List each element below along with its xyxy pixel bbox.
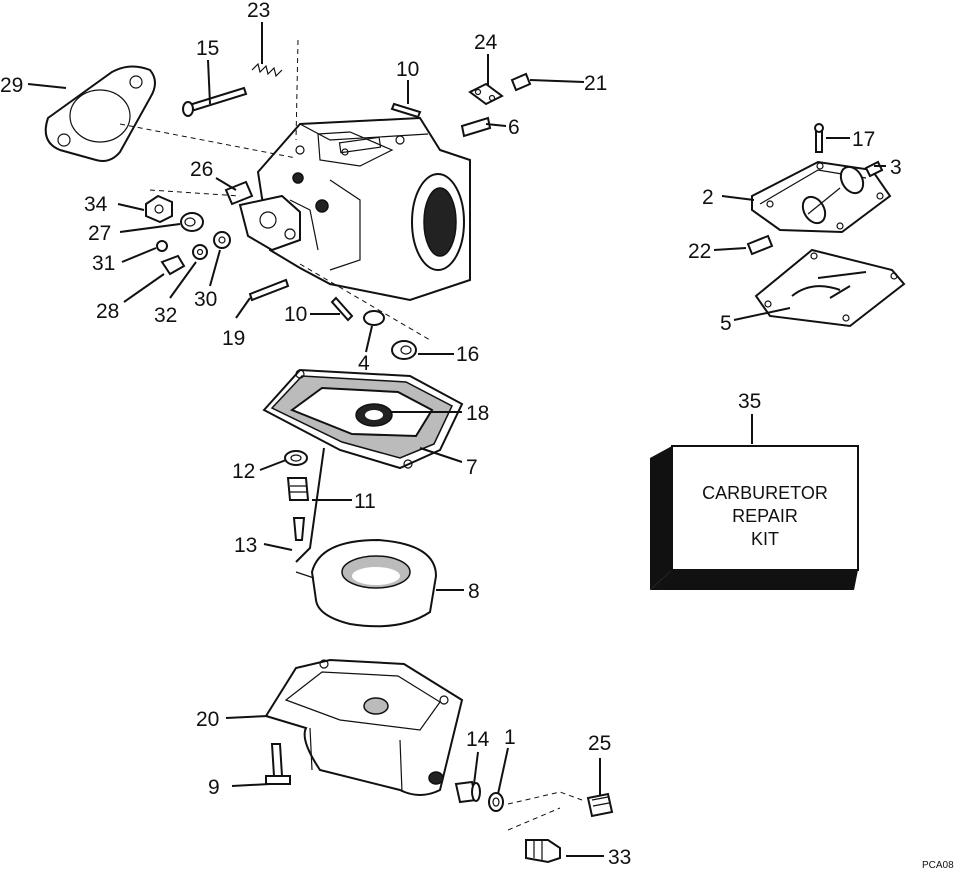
plug-part-4: [363, 310, 385, 326]
callout-18: 18: [466, 402, 489, 425]
leader-lines: [27, 22, 886, 857]
callout-6: 6: [508, 116, 520, 139]
callout-7: 7: [466, 456, 478, 479]
plug-part-25: [586, 792, 614, 818]
plate-part-24: [468, 82, 504, 106]
kit-label-line1: CARBURETOR: [702, 483, 828, 503]
seat-part-11: [286, 477, 310, 501]
carburetor-body: [224, 116, 471, 302]
callout-28: 28: [96, 300, 119, 323]
kit-label-line2: REPAIR: [732, 506, 798, 526]
pin-part-19: [248, 278, 290, 302]
callout-3: 3: [890, 156, 902, 179]
callout-26: 26: [190, 158, 213, 181]
washer-part-31: [156, 240, 168, 252]
callout-16: 16: [456, 343, 479, 366]
needle-part-13: [292, 517, 306, 541]
callout-30: 30: [194, 288, 217, 311]
nut-part-34: [145, 194, 173, 224]
callout-35: 35: [738, 390, 761, 413]
callout-10-lower: 10: [284, 303, 307, 326]
kit-label-line3: KIT: [751, 529, 779, 549]
figure-code: PCA08: [922, 860, 954, 870]
callout-21: 21: [584, 72, 607, 95]
callout-32: 32: [154, 304, 177, 327]
callout-13: 13: [234, 534, 257, 557]
washer-part-32: [192, 244, 208, 260]
callout-34: 34: [84, 193, 108, 216]
screw-part-15: [182, 86, 248, 117]
pin-part-10-upper: [390, 102, 422, 119]
bushing-part-27: [180, 212, 204, 232]
diaphragm-part-5: [754, 248, 906, 328]
float-bowl-part-20: [264, 658, 464, 796]
callout-23: 23: [247, 0, 270, 22]
callout-5: 5: [720, 312, 732, 335]
callout-4: 4: [358, 352, 370, 375]
callout-11: 11: [354, 490, 376, 513]
screw-part-28: [160, 254, 186, 276]
callout-25: 25: [588, 732, 611, 755]
screw-part-9: [265, 743, 291, 785]
callout-22: 22: [688, 240, 711, 263]
float-part-8: [295, 538, 438, 628]
callout-12: 12: [232, 460, 255, 483]
screw-part-3: [864, 160, 884, 178]
callout-15: 15: [196, 37, 219, 60]
callout-8: 8: [468, 580, 480, 603]
callout-labels: 29 15 23 10 24 21 6 26 34 27 31 28 32 30…: [0, 0, 902, 869]
repair-kit-box-part-35: [650, 445, 859, 590]
lockwasher-part-30: [213, 231, 231, 249]
screw-part-21: [510, 72, 532, 92]
gasket-part-29: [44, 65, 156, 162]
gasket-part-12: [284, 450, 308, 466]
callout-24: 24: [474, 31, 498, 54]
fitting-part-33: [525, 839, 561, 864]
screw-part-17: [814, 123, 824, 153]
spring-part-23: [251, 62, 283, 78]
callout-10-upper: 10: [396, 58, 419, 81]
callout-31: 31: [92, 252, 115, 275]
callout-14: 14: [466, 728, 490, 751]
assembly-guide-lines: [119, 39, 583, 831]
callout-19: 19: [222, 327, 245, 350]
callout-33: 33: [608, 846, 631, 869]
plug-part-16: [391, 340, 417, 360]
callout-17: 17: [852, 128, 875, 151]
plug-part-14: [454, 780, 481, 804]
gasket-part-1: [488, 792, 504, 812]
callout-29: 29: [0, 74, 23, 97]
callout-9: 9: [208, 776, 220, 799]
callout-20: 20: [196, 708, 219, 731]
cover-part-2: [751, 160, 892, 234]
callout-1: 1: [504, 726, 516, 749]
stud-part-6: [460, 116, 492, 138]
gasket-part-18: [355, 403, 393, 427]
callout-27: 27: [88, 222, 111, 245]
pin-part-10-lower: [330, 296, 354, 322]
fitting-part-22: [746, 234, 774, 256]
callout-2: 2: [702, 186, 714, 209]
